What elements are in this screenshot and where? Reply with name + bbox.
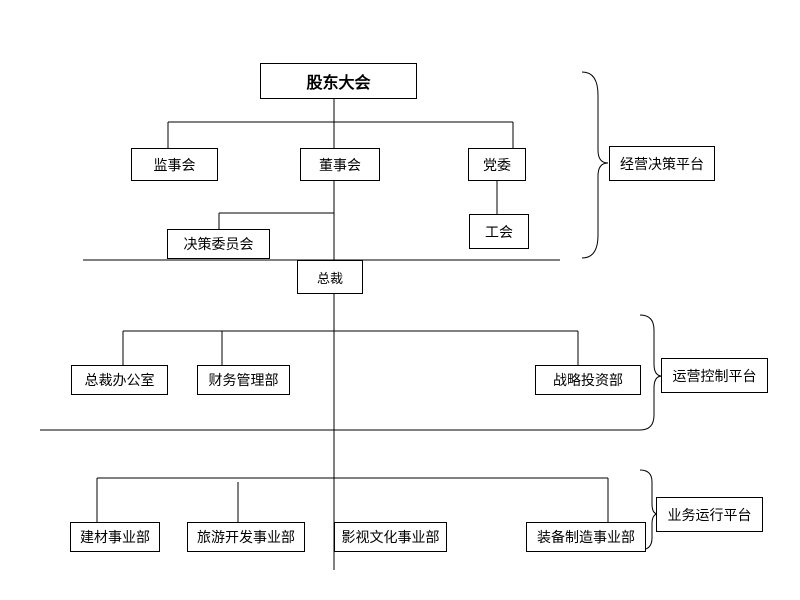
node-strategic-investment-dept: 战略投资部 (535, 365, 641, 395)
node-shareholders-meeting: 股东大会 (260, 63, 417, 99)
node-building-materials: 建材事业部 (70, 522, 160, 552)
node-labor-union: 工会 (469, 214, 529, 249)
node-equipment-manufacturing: 装备制造事业部 (526, 522, 646, 552)
node-supervisory-board: 监事会 (131, 148, 218, 181)
label-operation-control-platform: 运营控制平台 (661, 358, 768, 393)
brace-decision-platform (581, 71, 609, 259)
node-party-committee: 党委 (468, 148, 526, 181)
node-president: 总裁 (297, 260, 363, 294)
node-board-of-directors: 董事会 (300, 148, 380, 181)
node-finance-dept: 财务管理部 (197, 365, 290, 395)
label-decision-platform: 经营决策平台 (609, 146, 715, 181)
brace-operation-platform (639, 314, 663, 431)
node-decision-committee: 决策委员会 (167, 229, 270, 259)
node-tourism-development: 旅游开发事业部 (187, 522, 305, 552)
node-film-culture: 影视文化事业部 (334, 522, 447, 552)
node-president-office: 总裁办公室 (71, 365, 168, 395)
label-business-operation-platform: 业务运行平台 (656, 497, 763, 532)
